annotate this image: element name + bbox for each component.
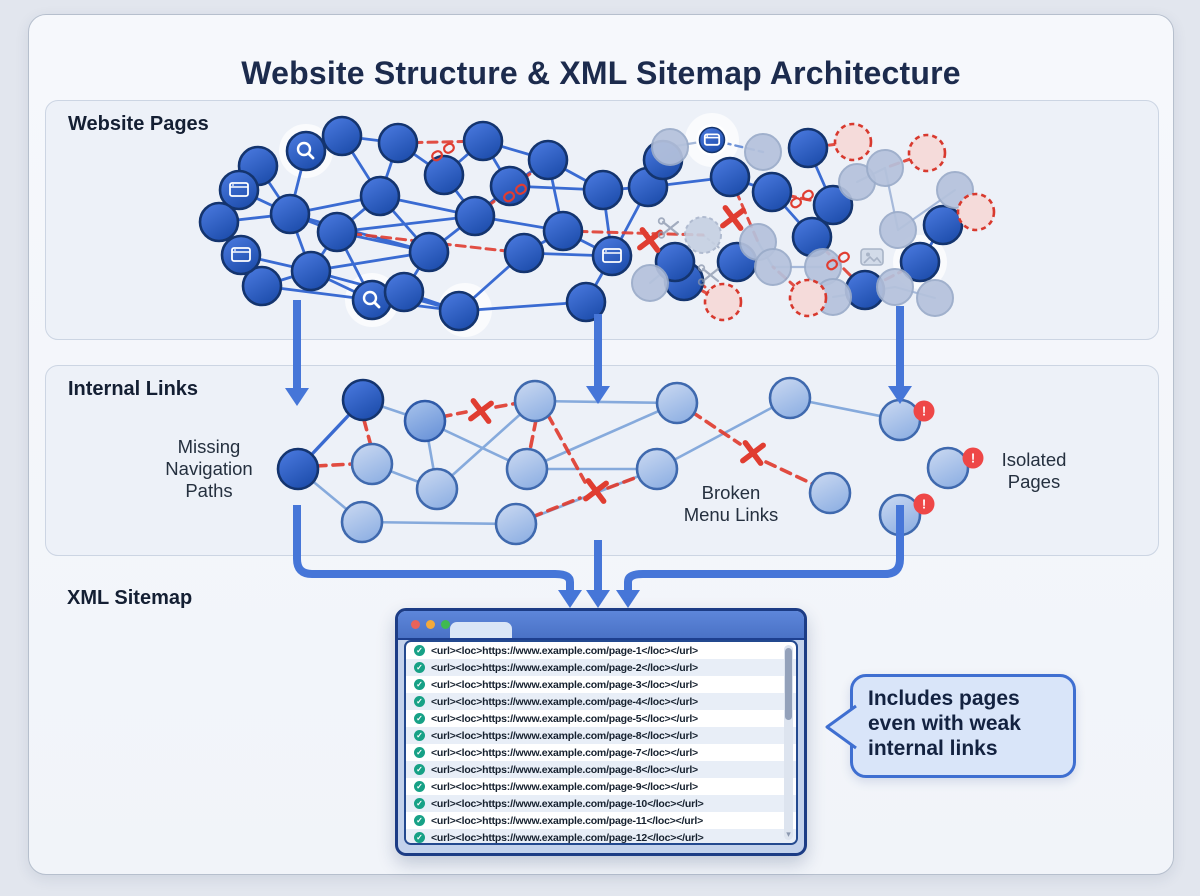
callout-bubble: Includes pages even with weak internal l… [825,674,1076,778]
website-pages-label: Website Pages [68,113,209,135]
sitemap-row: ✓ <url><loc>https://www.example.com/page-… [406,659,796,676]
sitemap-rows: ✓ <url><loc>https://www.example.com/page-… [406,642,796,844]
check-icon: ✓ [414,832,425,843]
sitemap-row: ✓ <url><loc>https://www.example.com/page-… [406,676,796,693]
check-icon: ✓ [414,815,425,826]
check-icon: ✓ [414,798,425,809]
sitemap-url-entry: <url><loc>https://www.example.com/page-7… [431,746,698,759]
sitemap-row: ✓ <url><loc>https://www.example.com/page-… [406,761,796,778]
maximize-button-icon[interactable] [441,620,450,629]
sitemap-url-entry: <url><loc>https://www.example.com/page-9… [431,780,698,793]
sitemap-url-entry: <url><loc>https://www.example.com/page-8… [431,729,698,742]
browser-tab[interactable] [450,622,512,638]
internal-links-label: Internal Links [68,378,199,400]
scrollbar-thumb[interactable] [785,648,792,720]
sitemap-row: ✓ <url><loc>https://www.example.com/page-… [406,744,796,761]
check-icon: ✓ [414,730,425,741]
sitemap-row: ✓ <url><loc>https://www.example.com/page-… [406,795,796,812]
close-button-icon[interactable] [411,620,420,629]
browser-titlebar [398,611,804,640]
sitemap-row: ✓ <url><loc>https://www.example.com/page-… [406,829,796,844]
callout-line: internal links [868,737,998,760]
sitemap-url-entry: <url><loc>https://www.example.com/page-8… [431,763,698,776]
sitemap-url-entry: <url><loc>https://www.example.com/page-1… [431,831,704,844]
check-icon: ✓ [414,662,425,673]
callout-tail [825,704,857,750]
sitemap-url-entry: <url><loc>https://www.example.com/page-1… [431,797,704,810]
xml-sitemap-label: XML Sitemap [67,587,193,609]
check-icon: ✓ [414,696,425,707]
sitemap-url-entry: <url><loc>https://www.example.com/page-5… [431,712,698,725]
sitemap-url-entry: <url><loc>https://www.example.com/page-3… [431,678,698,691]
sitemap-url-entry: <url><loc>https://www.example.com/page-1… [431,814,704,827]
check-icon: ✓ [414,713,425,724]
scrollbar[interactable]: ▾ [784,645,793,840]
sitemap-url-entry: <url><loc>https://www.example.com/page-2… [431,661,698,674]
sitemap-row: ✓ <url><loc>https://www.example.com/page-… [406,778,796,795]
sitemap-row: ✓ <url><loc>https://www.example.com/page-… [406,642,796,659]
sitemap-browser-window: ✓ <url><loc>https://www.example.com/page-… [395,608,807,856]
check-icon: ✓ [414,645,425,656]
sitemap-url-entry: <url><loc>https://www.example.com/page-1… [431,644,698,657]
sitemap-row: ✓ <url><loc>https://www.example.com/page-… [406,710,796,727]
minimize-button-icon[interactable] [426,620,435,629]
callout-line: Includes pages [868,687,1020,710]
sitemap-row: ✓ <url><loc>https://www.example.com/page-… [406,693,796,710]
sitemap-content: ✓ <url><loc>https://www.example.com/page-… [404,640,798,845]
check-icon: ✓ [414,747,425,758]
sitemap-url-entry: <url><loc>https://www.example.com/page-4… [431,695,698,708]
callout-line: even with weak [868,712,1021,735]
check-icon: ✓ [414,781,425,792]
check-icon: ✓ [414,764,425,775]
sitemap-row: ✓ <url><loc>https://www.example.com/page-… [406,727,796,744]
check-icon: ✓ [414,679,425,690]
sitemap-row: ✓ <url><loc>https://www.example.com/page-… [406,812,796,829]
scroll-down-icon[interactable]: ▾ [786,829,791,839]
page-title: Website Structure & XML Sitemap Architec… [241,55,961,91]
